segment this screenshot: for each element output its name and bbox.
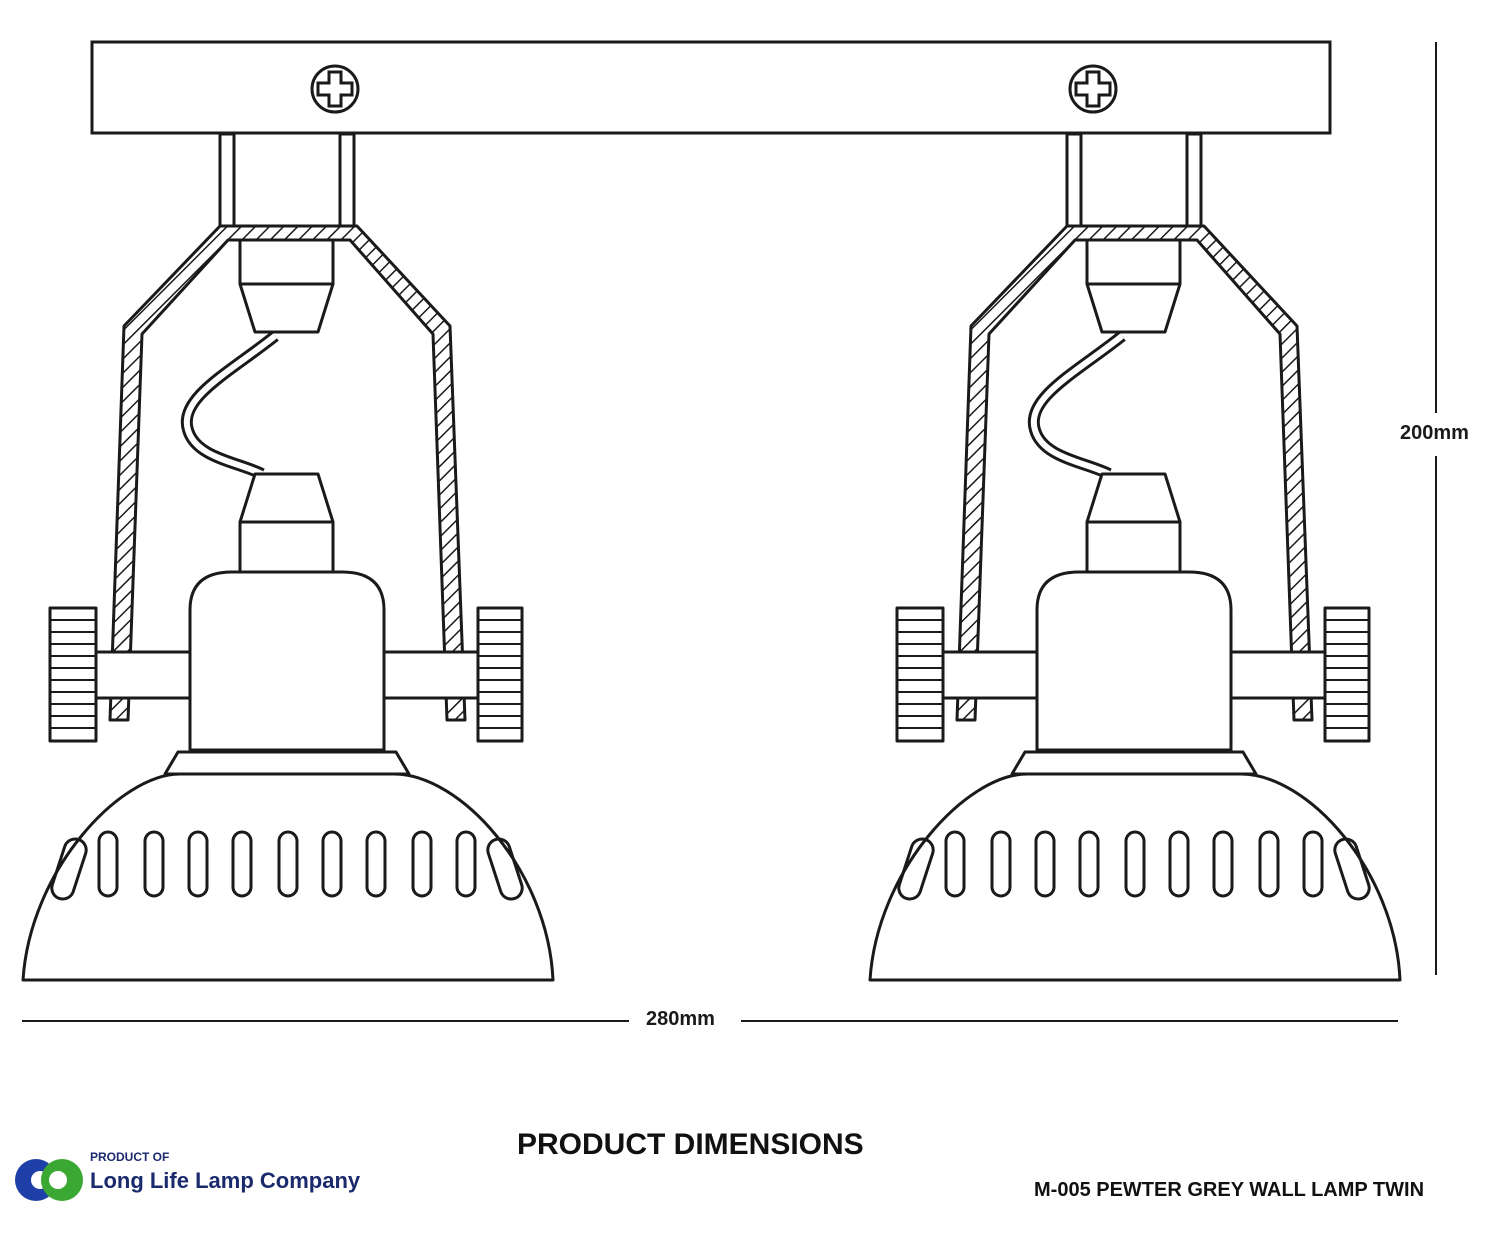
brand-prefix: PRODUCT OF: [90, 1150, 170, 1164]
width-dimension-label: 280mm: [646, 1008, 715, 1030]
lamp-right: [870, 134, 1400, 980]
height-dimension-label: 200mm: [1400, 422, 1469, 444]
brand-logo-icon: [15, 1159, 83, 1201]
page-title: PRODUCT DIMENSIONS: [517, 1128, 864, 1161]
mounting-plate: [90, 40, 1332, 135]
model-name: M-005 PEWTER GREY WALL LAMP TWIN: [1034, 1179, 1425, 1201]
brand-name: Long Life Lamp Company: [90, 1168, 361, 1193]
lamp-left: [23, 134, 553, 980]
